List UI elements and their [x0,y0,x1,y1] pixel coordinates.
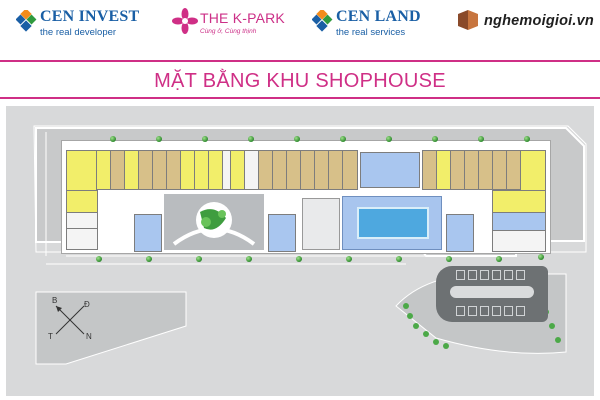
logo-name: CEN LAND [336,8,421,25]
cen-land-logo: CEN LAND the real services [312,8,432,48]
parking-stall [480,306,489,316]
tree-icon [146,256,152,262]
shophouse-unit [492,230,546,252]
tree-icon [196,256,202,262]
compass-east: Đ [84,300,90,309]
garden-path-icon [172,202,256,246]
amenity-block [360,152,420,188]
parking-stall [504,270,513,280]
amenity-block [268,214,296,252]
parking-stall [468,306,477,316]
page-title: MẶT BẰNG KHU SHOPHOUSE [154,70,446,92]
pink-rule-top [0,60,600,62]
shophouse-unit [66,190,98,214]
compass-south: N [86,332,92,341]
tree-icon [386,136,392,142]
tree-icon [110,136,116,142]
tree-icon [246,256,252,262]
tree-icon [296,256,302,262]
tree-icon [96,256,102,262]
parking-stall [468,270,477,280]
shophouse-unit [342,150,358,190]
parking-stall [456,306,465,316]
tree-icon [478,136,484,142]
shophouse-unit [66,150,98,192]
amenity-block [134,214,162,252]
tree-icon [446,256,452,262]
swimming-pool-area [342,196,442,250]
lower-landscape [35,273,567,365]
parking-stall [504,306,513,316]
shophouse-unit [492,190,546,214]
pink-rule-bottom [0,97,600,99]
logo-tagline: the real developer [40,27,117,38]
tree-icon [156,136,162,142]
tree-icon [248,136,254,142]
parking-stall [492,270,501,280]
tree-icon [432,136,438,142]
tree-icon [396,256,402,262]
compass: B Đ N T [46,296,94,344]
parking-island [450,286,534,298]
parking-stall [516,270,525,280]
logo-bar: CEN INVEST the real developer THE K-PARK… [0,0,600,60]
compass-north: B [52,296,58,305]
tree-icon [340,136,346,142]
tree-icon [346,256,352,262]
tree-icon [202,136,208,142]
cen-invest-logo: CEN INVEST the real developer [16,8,146,48]
parking-stall [516,306,525,316]
parking-stall [480,270,489,280]
compass-west: T [48,332,53,341]
amenity-block [446,214,474,252]
logo-tagline: the real services [336,27,406,38]
site-plan: B Đ N T [6,106,594,396]
logo-name: THE K-PARK [200,10,285,26]
kpark-logo: THE K-PARK Cùng ở, Cùng thịnh [172,8,292,48]
swimming-pool [357,207,429,239]
lobby-core [302,198,340,250]
cen-diamond-icon [16,10,37,32]
shophouse-unit [66,228,98,250]
logo-name: nghemoigioi.vn [484,13,594,29]
cen-diamond-icon [312,10,333,32]
tree-icon [294,136,300,142]
tree-icon [524,136,530,142]
logo-tagline: Cùng ở, Cùng thịnh [200,28,257,35]
tree-icon [496,256,502,262]
parking-stall [492,306,501,316]
parking-stall [456,270,465,280]
tree-icon [538,254,544,260]
parking-lot [436,266,548,322]
logo-name: CEN INVEST [40,8,140,25]
flower-icon [172,8,198,34]
compass-arrow-icon [55,305,85,335]
nghemoigioi-logo: nghemoigioi.vn [456,8,596,48]
book-icon [458,10,478,30]
